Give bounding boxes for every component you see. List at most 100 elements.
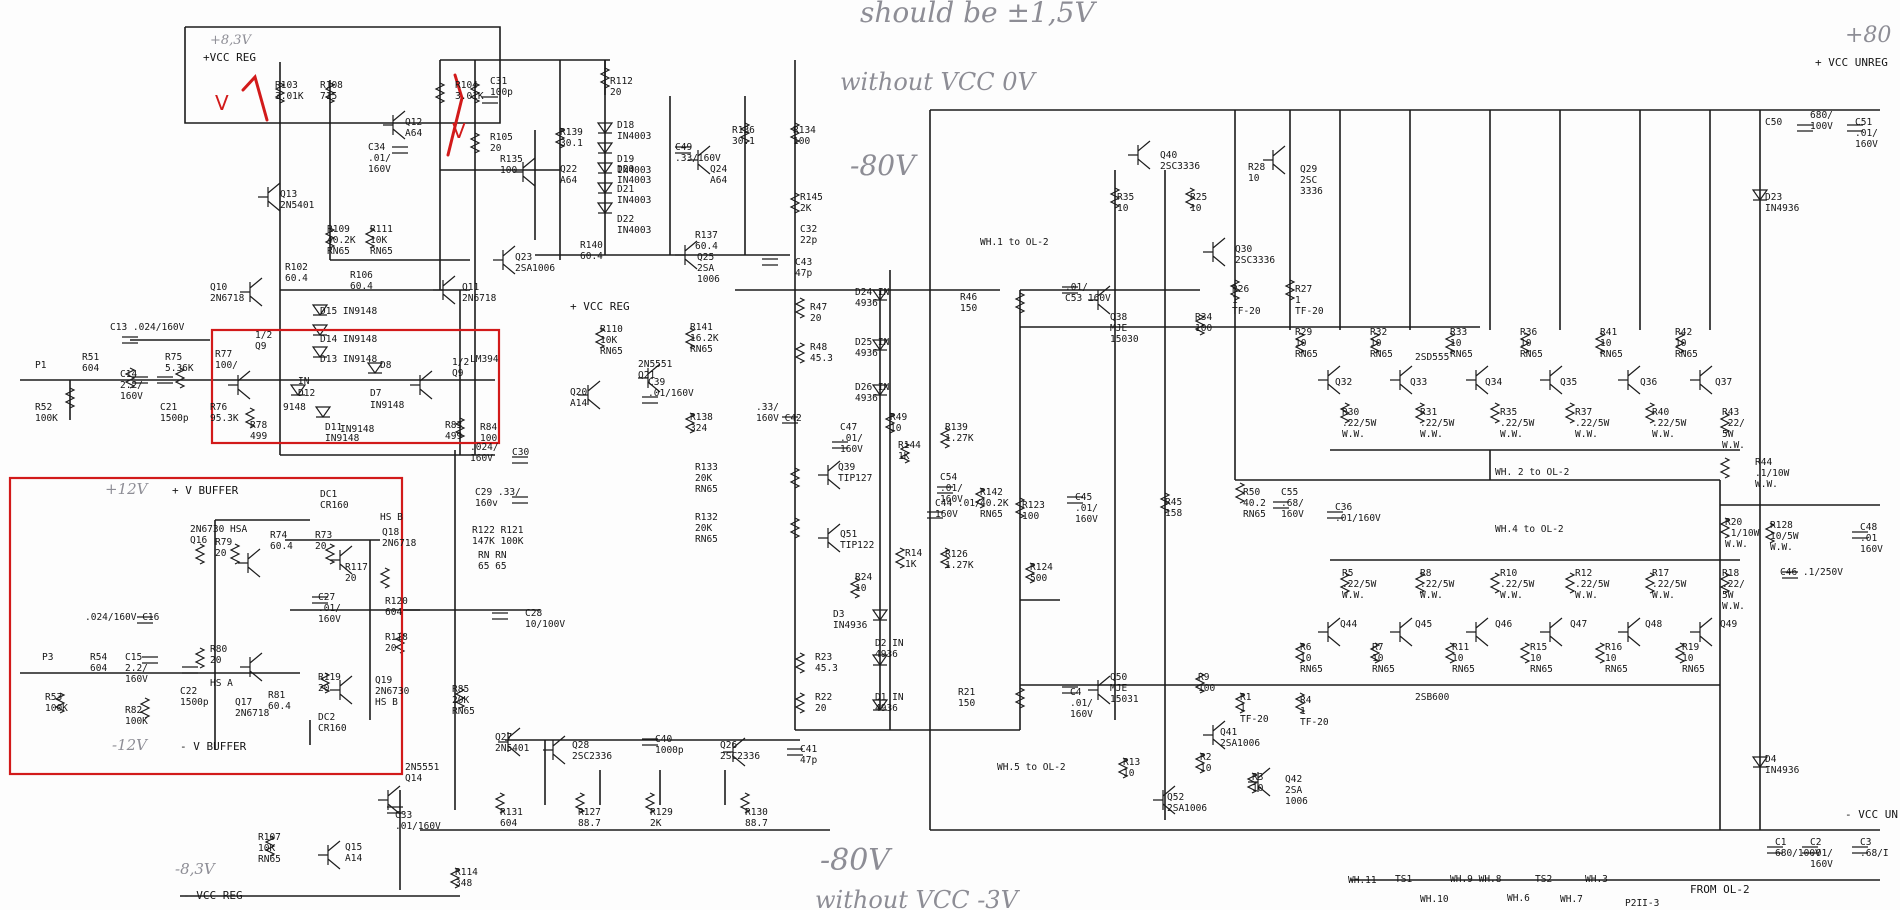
resistor-1 xyxy=(324,82,336,104)
label-c55: C55.68/160V xyxy=(1281,487,1304,520)
resistor-34 xyxy=(644,792,656,814)
label-c30: C30 xyxy=(512,447,529,458)
wiring xyxy=(20,26,1880,897)
resistor-23 xyxy=(324,543,336,565)
diode-10 xyxy=(314,406,332,419)
resistor-70 xyxy=(1594,332,1606,354)
label-p3: P3 xyxy=(42,652,53,663)
label-c34: C34.01/160V xyxy=(368,142,391,175)
label-c51: C51.01/160V xyxy=(1855,117,1878,150)
resistor-47 xyxy=(794,652,806,674)
capacitor-13 xyxy=(142,656,158,664)
resistor-71 xyxy=(1674,332,1686,354)
rail-vcc-unreg-bottom: - VCC UN xyxy=(1845,808,1898,821)
diode-18 xyxy=(1751,756,1769,769)
label-wh1: WH.1 to OL-2 xyxy=(980,237,1049,248)
diode-2 xyxy=(596,162,614,175)
label-wh2: WH. 2 to OL-2 xyxy=(1495,467,1569,478)
capacitor-26 xyxy=(1327,511,1343,519)
label-hsb: HS B xyxy=(380,512,403,523)
resistor-87 xyxy=(1369,642,1381,664)
rail-vcc-reg-bottom: - VCC REG xyxy=(183,889,243,902)
transistor-16 xyxy=(498,727,521,757)
red-check-mark-1 xyxy=(241,74,269,122)
capacitor-29 xyxy=(1852,531,1868,539)
transistor-symbols xyxy=(228,110,1713,870)
resistor-79 xyxy=(1719,517,1731,539)
label-c24: .024/160V xyxy=(470,442,499,464)
resistor-55 xyxy=(1234,482,1246,504)
resistor-35 xyxy=(739,792,751,814)
label-c50v: 680/100V xyxy=(1810,110,1833,132)
resistor-54 xyxy=(1159,492,1171,514)
capacitor-12 xyxy=(137,616,153,624)
transistor-7 xyxy=(433,275,456,305)
red-marker-1: V xyxy=(215,91,229,115)
resistor-3 xyxy=(469,82,481,104)
rail-v-buffer-plus: + V BUFFER xyxy=(172,484,239,497)
capacitor-33 xyxy=(1852,846,1868,854)
transistor-11 xyxy=(638,363,661,393)
transistor-31 xyxy=(1318,365,1341,395)
resistor-81 xyxy=(1339,572,1351,594)
label-c16: .024/160V C16 xyxy=(85,612,160,623)
resistor-16 xyxy=(789,517,801,539)
resistor-76 xyxy=(1644,402,1656,424)
resistor-13 xyxy=(684,327,696,349)
resistor-63 xyxy=(1184,187,1196,209)
label-q47: Q47 xyxy=(1570,619,1587,630)
label-c13: C13 .024/160V xyxy=(110,322,185,333)
resistor-75 xyxy=(1564,402,1576,424)
red-check-mark-2 xyxy=(446,73,464,157)
resistor-22 xyxy=(229,543,241,565)
resistor-59 xyxy=(1194,752,1206,774)
label-lm394: LM394 xyxy=(470,354,499,365)
resistor-78 xyxy=(1719,457,1731,479)
resistor-48 xyxy=(794,692,806,714)
transistor-35 xyxy=(1618,365,1641,395)
resistor-37 xyxy=(449,867,461,889)
label-p1: P1 xyxy=(35,360,47,371)
resistor-49 xyxy=(1014,292,1026,314)
label-d12: D12 xyxy=(298,388,315,399)
capacitor-19 xyxy=(832,441,848,449)
label-wh4: WH.4 to OL-2 xyxy=(1495,524,1564,535)
